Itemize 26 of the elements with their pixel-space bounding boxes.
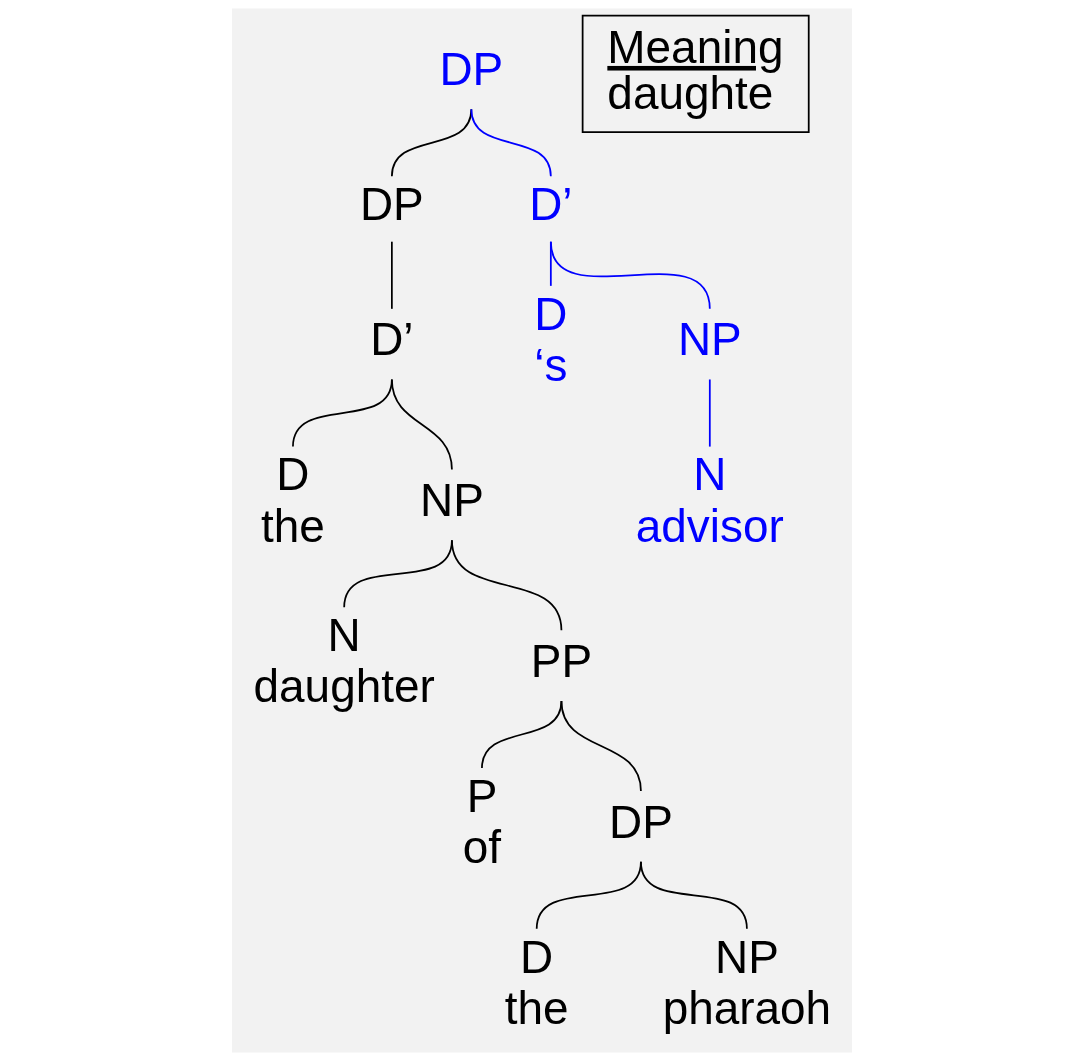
- node-text: D ‘s: [533, 287, 567, 391]
- connector: [450, 539, 562, 632]
- node-text: N daughter: [253, 609, 435, 713]
- node-text: DP: [359, 178, 424, 231]
- node-text: D’: [369, 313, 414, 366]
- node-box: Meaning daughte: [581, 14, 810, 134]
- connector: [549, 240, 711, 310]
- connector: [390, 378, 453, 471]
- node-text: DP: [608, 795, 673, 848]
- node-text: NP: [677, 313, 742, 366]
- connector: [480, 700, 562, 769]
- connector: [639, 860, 748, 930]
- connector: [390, 108, 472, 178]
- connector: [560, 700, 642, 792]
- connector: [390, 240, 393, 310]
- node-text: D the: [260, 448, 325, 552]
- node-text: N advisor: [635, 448, 784, 552]
- node-text: DP: [438, 43, 503, 96]
- connector: [708, 378, 711, 448]
- node-text: D’: [528, 178, 573, 231]
- node-text: NP pharaoh: [662, 930, 831, 1034]
- node-text: P of: [462, 769, 501, 874]
- node-text: NP: [419, 474, 484, 527]
- connector: [469, 108, 552, 178]
- node-text: PP: [530, 634, 592, 687]
- node-text: D the: [504, 930, 569, 1034]
